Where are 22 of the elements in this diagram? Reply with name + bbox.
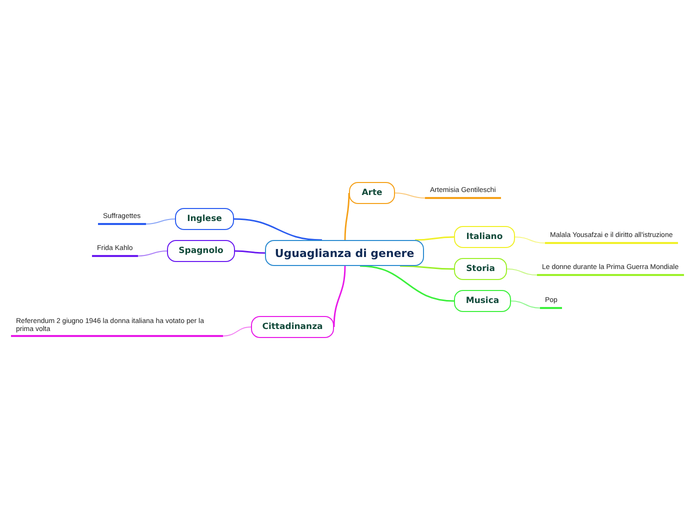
connector-line (344, 192, 350, 240)
central-topic: Uguaglianza di genere (265, 240, 424, 266)
connector-line (400, 265, 454, 270)
topic-box: Spagnolo (167, 240, 235, 262)
topic-box: Storia (454, 258, 507, 280)
connector-line (394, 192, 426, 198)
connector-line (514, 236, 546, 244)
connector-line (510, 300, 540, 308)
connector-line (222, 326, 252, 336)
connector-line (360, 265, 454, 302)
connector-line (235, 250, 265, 254)
connector-line (414, 236, 454, 241)
connector-line (146, 218, 176, 224)
topic-box: Musica (454, 290, 511, 312)
connector-line (234, 218, 322, 241)
topic-box: Cittadinanza (251, 316, 334, 338)
topic-box: Arte (349, 182, 395, 204)
connector-line (333, 266, 346, 328)
topic-box: Inglese (175, 208, 234, 230)
topic-box: Italiano (454, 226, 515, 248)
connector-line (138, 250, 168, 256)
connector-line (506, 268, 538, 276)
